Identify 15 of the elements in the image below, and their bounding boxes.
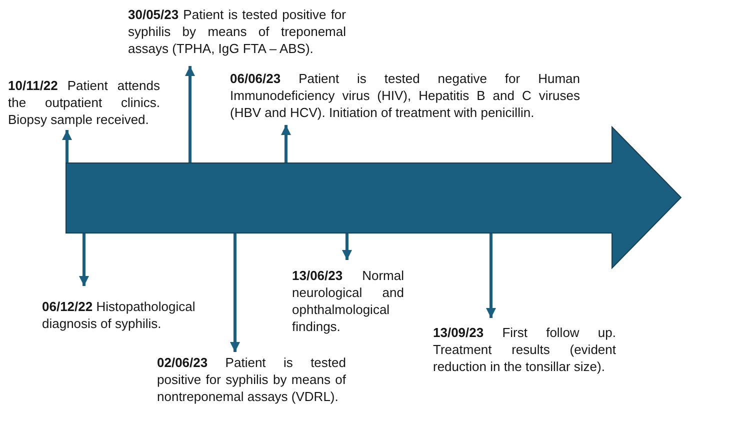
timeline-arrow	[66, 127, 681, 268]
event-text: 30/05/23 Patient is tested positive for syphilis by means of treponemal assays (TPHA, IgG FTA – ABS).	[128, 6, 346, 57]
event-text: 10/11/22 Patient attends the outpatient clinics. Biopsy sample received.	[8, 77, 160, 128]
event-text: 06/06/23 Patient is tested negative for Human Immunodeficiency virus (HIV), Hepatitis B and C viruses (HBV and HCV). Initiation of treatment with penicillin.	[230, 70, 580, 121]
event-text: 13/09/23 First follow up. Treatment results (evident reduction in the tonsillar size).	[433, 324, 616, 375]
arrow	[342, 233, 352, 260]
arrow	[230, 233, 240, 352]
event-text: 02/06/23 Patient is tested positive for syphilis by means of nontreponemal assays (VDRL).	[157, 354, 346, 405]
arrow	[280, 125, 292, 163]
arrow	[184, 66, 196, 163]
arrow	[62, 130, 72, 163]
arrow	[78, 233, 90, 286]
event-text: 06/12/22 Histopathological diagnosis of syphilis.	[42, 298, 232, 332]
arrow	[486, 233, 496, 318]
event-text: 13/06/23 Normal neurological and ophthalmological findings.	[292, 267, 404, 335]
